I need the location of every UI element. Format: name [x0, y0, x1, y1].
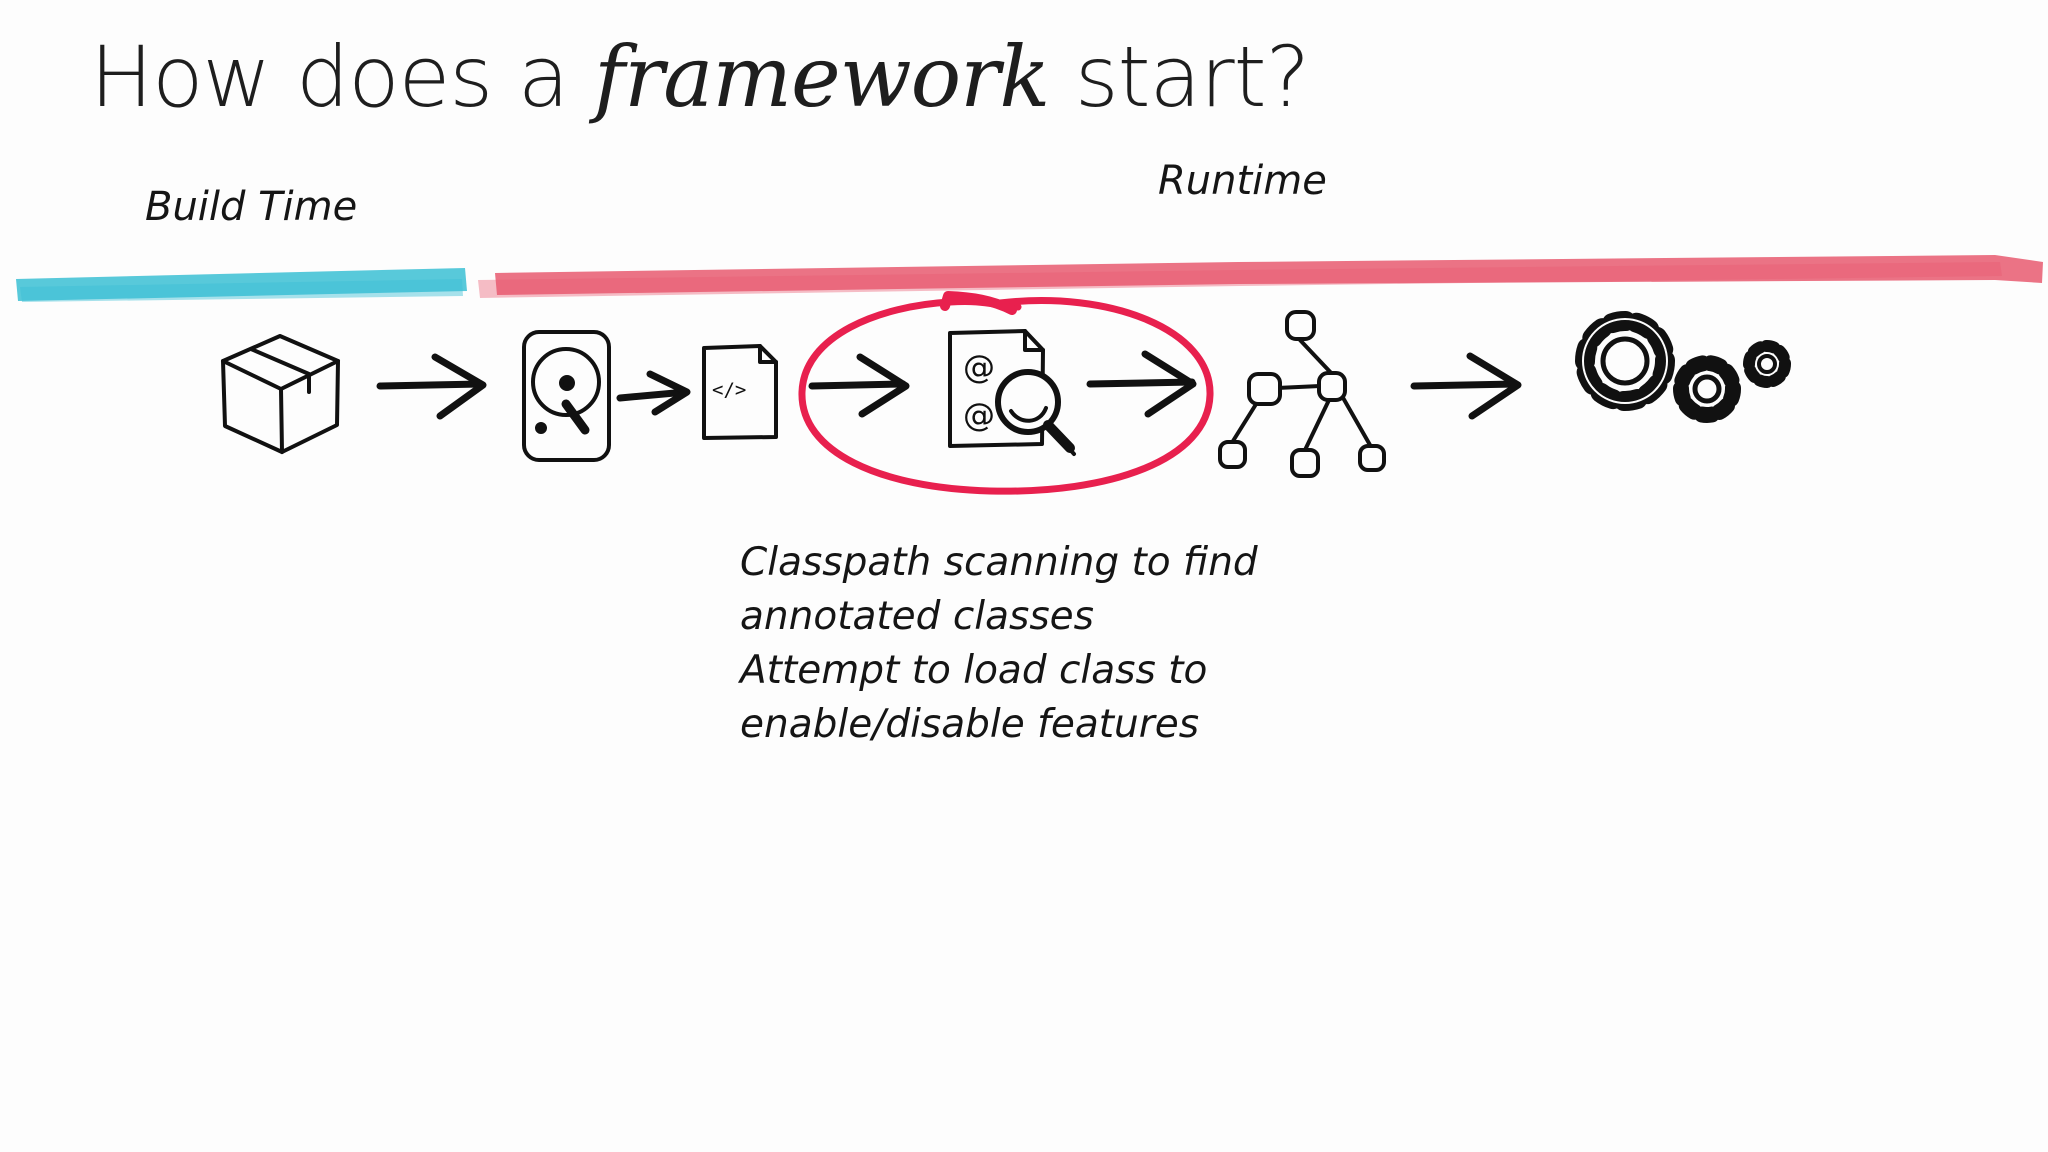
- arrow-2-icon: [616, 370, 691, 416]
- arrow-1-icon: [376, 353, 487, 420]
- code-file-glyph: </>: [712, 379, 746, 401]
- title-emphasis: framework: [594, 28, 1050, 126]
- annotation-scan-icon: @ @: [948, 329, 1076, 456]
- medium-gear-icon: [1673, 355, 1741, 423]
- dependency-tree-icon: [1218, 310, 1386, 478]
- notes-line-3: Attempt to load class to: [740, 648, 1208, 693]
- runtime-band: [478, 255, 2043, 298]
- notes-list: Classpath scanning to find annotated cla…: [740, 536, 1258, 752]
- small-gear-icon: [1743, 340, 1791, 388]
- slide-title: How does a framework start?: [90, 28, 1310, 126]
- highlight-circle: [798, 291, 1214, 495]
- notes-line-2: annotated classes: [740, 594, 1094, 639]
- hard-drive-icon: [522, 330, 611, 462]
- title-text-after: start?: [1049, 28, 1310, 126]
- large-gear-icon: [1575, 311, 1675, 411]
- notes-line-4: enable/disable features: [740, 702, 1200, 747]
- annotation-glyph-1: @: [963, 348, 995, 386]
- code-file-icon: </>: [702, 344, 778, 440]
- arrow-3-icon: [808, 353, 910, 418]
- title-text-before: How does a: [90, 28, 594, 126]
- annotation-glyph-2: @: [963, 396, 995, 434]
- build-time-band: [16, 268, 467, 302]
- notes-line-1: Classpath scanning to find: [740, 540, 1258, 585]
- arrow-5-icon: [1410, 352, 1522, 420]
- package-box-icon: [221, 334, 340, 454]
- build-time-label: Build Time: [145, 184, 358, 230]
- arrow-4-icon: [1086, 350, 1197, 418]
- runtime-label: Runtime: [1158, 158, 1327, 204]
- gears-icon: [1575, 311, 1791, 423]
